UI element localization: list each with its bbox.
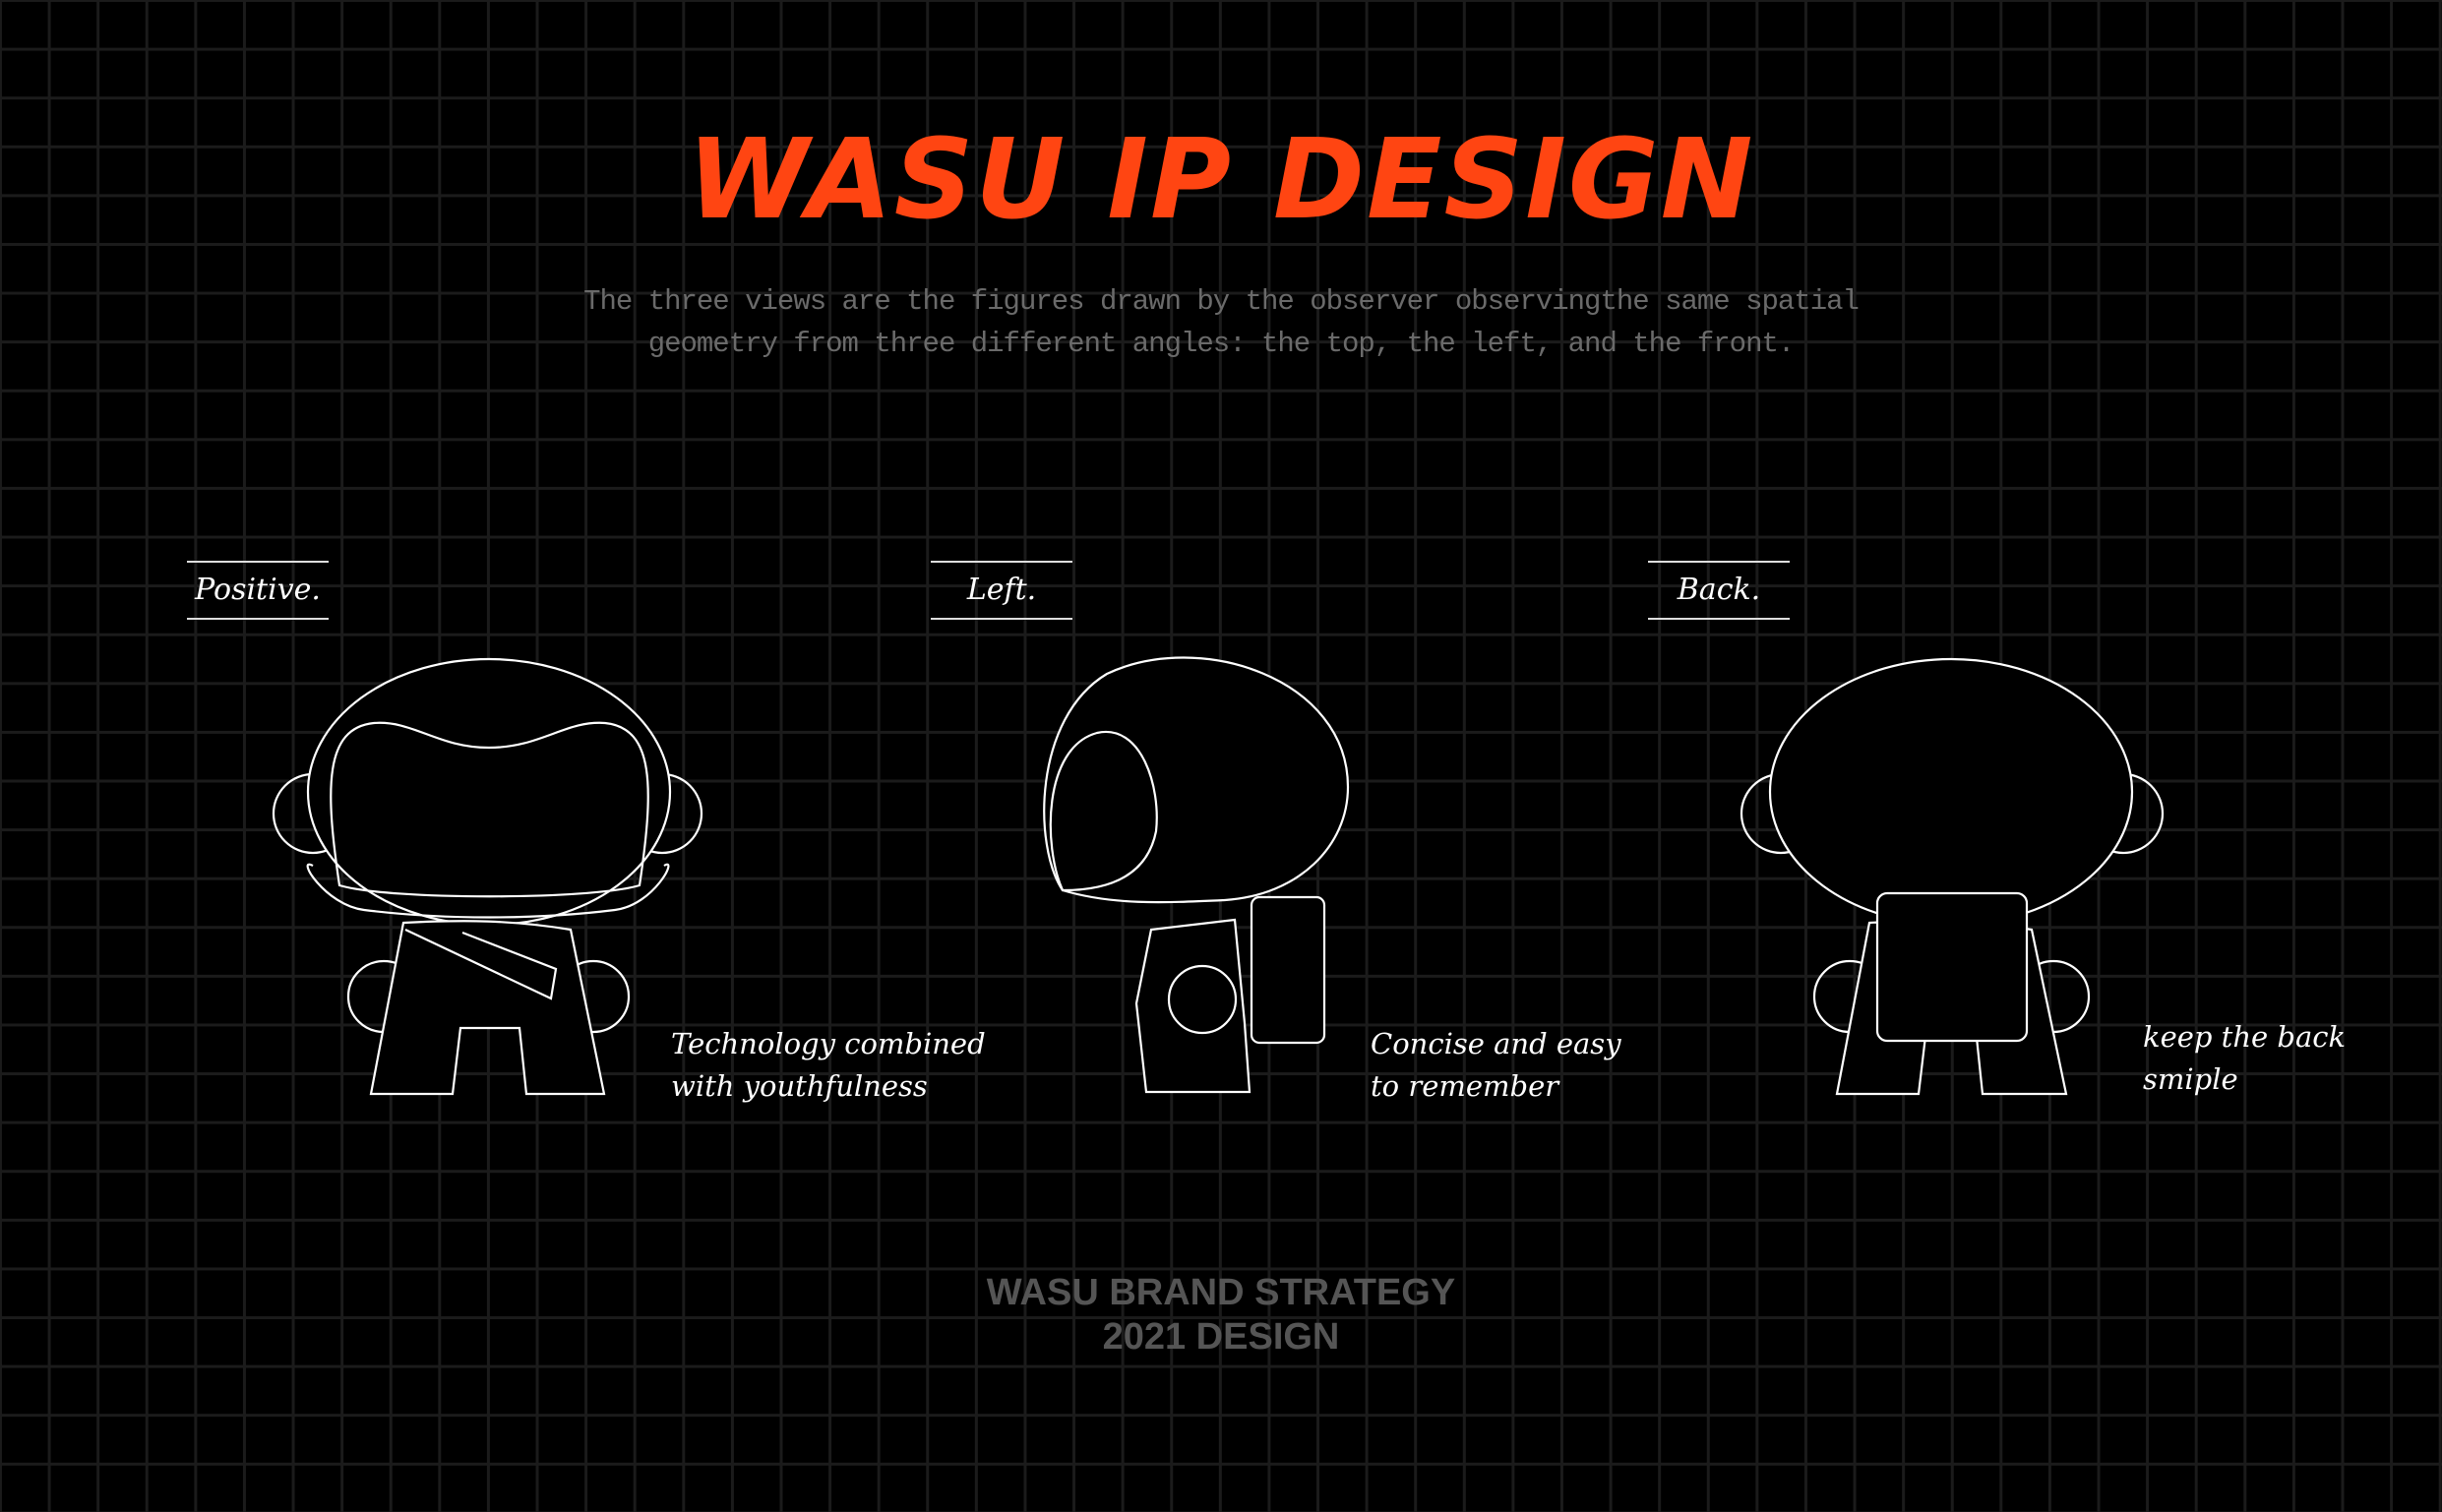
caption-left: Concise and easy to remember bbox=[1371, 1023, 1621, 1108]
left-view-figure bbox=[1043, 656, 1350, 1094]
view-label-positive: Positive. bbox=[187, 561, 329, 620]
front-view-figure bbox=[272, 657, 703, 1096]
footer: WASU BRAND STRATEGY 2021 DESIGN bbox=[0, 1271, 2442, 1360]
caption-line: Concise and easy bbox=[1371, 1027, 1621, 1060]
caption-positive: Technology combined with youthfulness bbox=[671, 1023, 986, 1108]
footer-year: 2021 DESIGN bbox=[1102, 1316, 1340, 1358]
view-label-left: Left. bbox=[931, 561, 1072, 620]
footer-brand: WASU BRAND STRATEGY bbox=[986, 1272, 1456, 1313]
back-view-figure bbox=[1740, 657, 2165, 1096]
caption-line: keep the back bbox=[2143, 1020, 2347, 1054]
caption-line: to remember bbox=[1371, 1069, 1559, 1103]
subtitle-line-1: The three views are the figures drawn by… bbox=[583, 285, 1860, 318]
caption-line: Technology combined bbox=[671, 1027, 986, 1060]
view-label-back: Back. bbox=[1648, 561, 1790, 620]
caption-line: smiple bbox=[2143, 1062, 2238, 1096]
caption-line: with youthfulness bbox=[671, 1069, 928, 1103]
caption-back: keep the back smiple bbox=[2143, 1016, 2346, 1101]
page-title: WASU IP DESIGN bbox=[687, 116, 1755, 244]
subtitle-line-2: geometry from three different angles: th… bbox=[647, 328, 1796, 360]
